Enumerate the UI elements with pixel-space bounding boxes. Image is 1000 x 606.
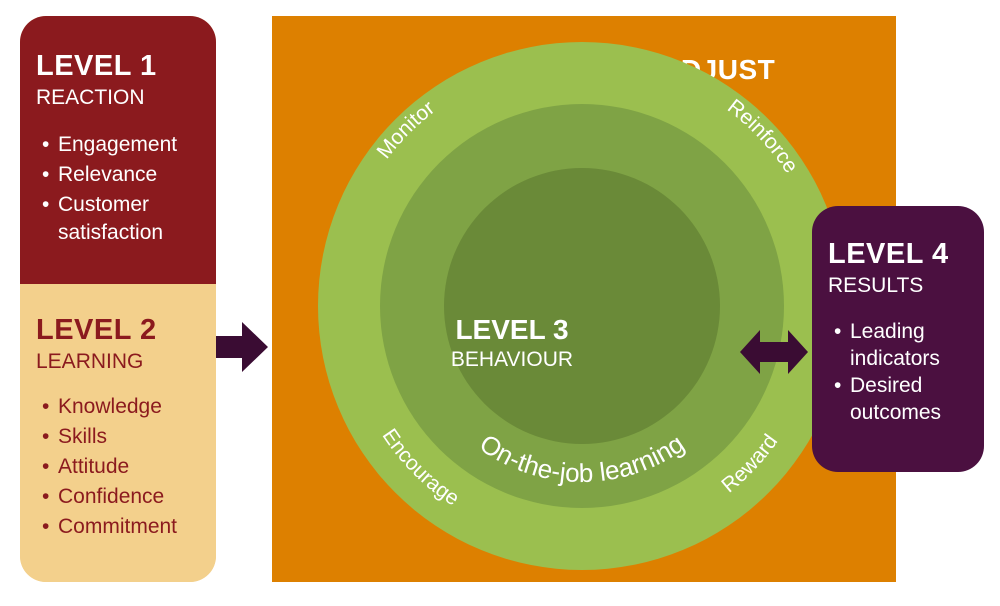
- list-item-continuation: satisfaction: [58, 221, 164, 244]
- level4-card: LEVEL 4 RESULTS Leading indicators Desir…: [812, 206, 984, 472]
- right-arrow-icon: [216, 322, 268, 372]
- level1-panel: LEVEL 1 REACTION Engagement Relevance Cu…: [20, 16, 216, 284]
- list-item: Knowledge: [42, 392, 177, 422]
- level3-title: LEVEL 3: [455, 314, 568, 345]
- list-item: Desired: [834, 372, 941, 399]
- level3-subtitle: BEHAVIOUR: [451, 348, 573, 371]
- level2-subtitle: LEARNING: [36, 350, 144, 373]
- list-item: Confidence: [42, 482, 177, 512]
- double-arrow-icon: [740, 330, 808, 374]
- left-levels-card: LEVEL 1 REACTION Engagement Relevance Cu…: [20, 16, 216, 582]
- behaviour-circles: Monitor Reinforce Encourage Reward On-th…: [318, 42, 846, 570]
- list-item: Skills: [42, 422, 177, 452]
- level2-list: Knowledge Skills Attitude Confidence Com…: [42, 392, 177, 542]
- list-item: Leading: [834, 318, 941, 345]
- inner-circle: [444, 168, 720, 444]
- level4-subtitle: RESULTS: [828, 274, 924, 297]
- level2-title: LEVEL 2: [36, 314, 157, 346]
- list-item: Customer: [42, 190, 177, 220]
- list-item: Engagement: [42, 130, 177, 160]
- list-item: Attitude: [42, 452, 177, 482]
- list-item-continuation: indicators: [850, 347, 940, 370]
- level4-list: Leading indicators Desired outcomes: [834, 318, 941, 426]
- level4-title: LEVEL 4: [828, 238, 949, 270]
- list-item: Relevance: [42, 160, 177, 190]
- level1-title: LEVEL 1: [36, 50, 157, 82]
- level1-subtitle: REACTION: [36, 86, 145, 109]
- list-item: Commitment: [42, 512, 177, 542]
- level2-panel: LEVEL 2 LEARNING Knowledge Skills Attitu…: [20, 284, 216, 582]
- list-item-continuation: outcomes: [850, 401, 942, 424]
- level1-list: Engagement Relevance Customer satisfacti…: [42, 130, 177, 246]
